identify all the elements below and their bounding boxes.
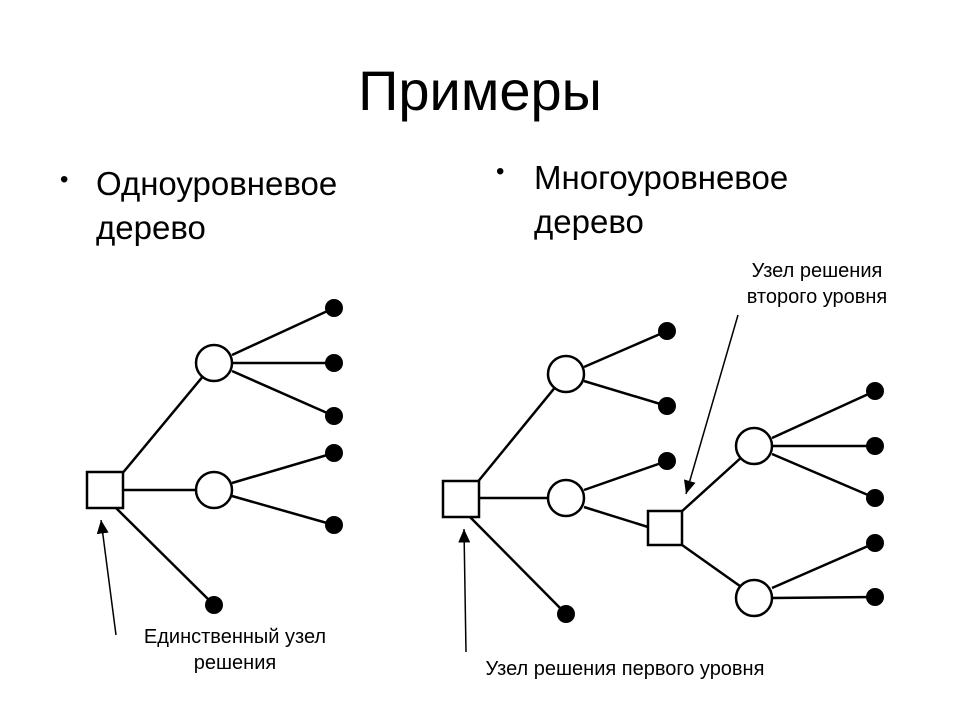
leaf-node <box>325 516 343 534</box>
chance-node <box>546 354 586 394</box>
edge <box>231 494 335 527</box>
edge <box>231 369 335 418</box>
multi-level-tree <box>469 329 876 615</box>
leaf-node <box>658 452 676 470</box>
edge <box>771 595 876 600</box>
edge <box>231 451 335 485</box>
bullet-marker-left: • <box>60 166 69 193</box>
leaf-node <box>658 397 676 415</box>
leaf-node <box>866 534 884 552</box>
decision-node-first-level <box>441 479 481 519</box>
leaf-node <box>325 407 343 425</box>
arrow-first-level <box>458 528 471 653</box>
edge <box>583 459 668 492</box>
leaf-node <box>325 444 343 462</box>
label-first-level: Узел решения первого уровня <box>485 658 765 680</box>
leaf-nodes-right <box>557 322 884 623</box>
chance-node <box>546 478 586 518</box>
chance-node <box>194 470 234 510</box>
leaf-node <box>325 354 343 372</box>
leaf-node <box>325 299 343 317</box>
arrow-single-node <box>96 519 117 636</box>
bullet-left-text: Одноуровневое дерево <box>96 165 338 246</box>
leaf-node <box>658 322 676 340</box>
label-second-level: Узел решения второго уровня <box>746 260 888 308</box>
edge <box>583 329 668 369</box>
leaf-node <box>866 437 884 455</box>
leaf-node <box>866 489 884 507</box>
slide-title: Примеры <box>358 59 602 122</box>
edge <box>771 452 876 500</box>
edge <box>771 541 876 590</box>
leaf-node <box>866 588 884 606</box>
bullet-right-text: Многоуровневое дерево <box>534 159 789 240</box>
edge <box>583 379 668 408</box>
leaf-node <box>866 382 884 400</box>
chance-node <box>734 578 774 618</box>
edge-root-to-chance-top <box>120 362 215 476</box>
chance-node <box>734 426 774 466</box>
leaf-nodes-left <box>205 299 343 614</box>
edge <box>231 306 335 357</box>
decision-node-single <box>85 470 125 510</box>
decision-node-second-level <box>646 509 684 547</box>
single-level-tree <box>115 306 335 606</box>
chance-node <box>194 343 234 383</box>
edge-root-to-leaf <box>115 507 215 606</box>
leaf-node <box>205 596 223 614</box>
bullet-marker-right: • <box>496 158 505 185</box>
edge-to-second-decision <box>583 505 649 529</box>
edge-root-to-leaf <box>469 516 567 615</box>
edge <box>771 389 876 440</box>
label-single-node: Единственный узел решения <box>143 626 327 674</box>
arrow-second-level <box>684 314 739 495</box>
leaf-node <box>557 605 575 623</box>
edge-root-to-chance-top <box>475 373 567 485</box>
